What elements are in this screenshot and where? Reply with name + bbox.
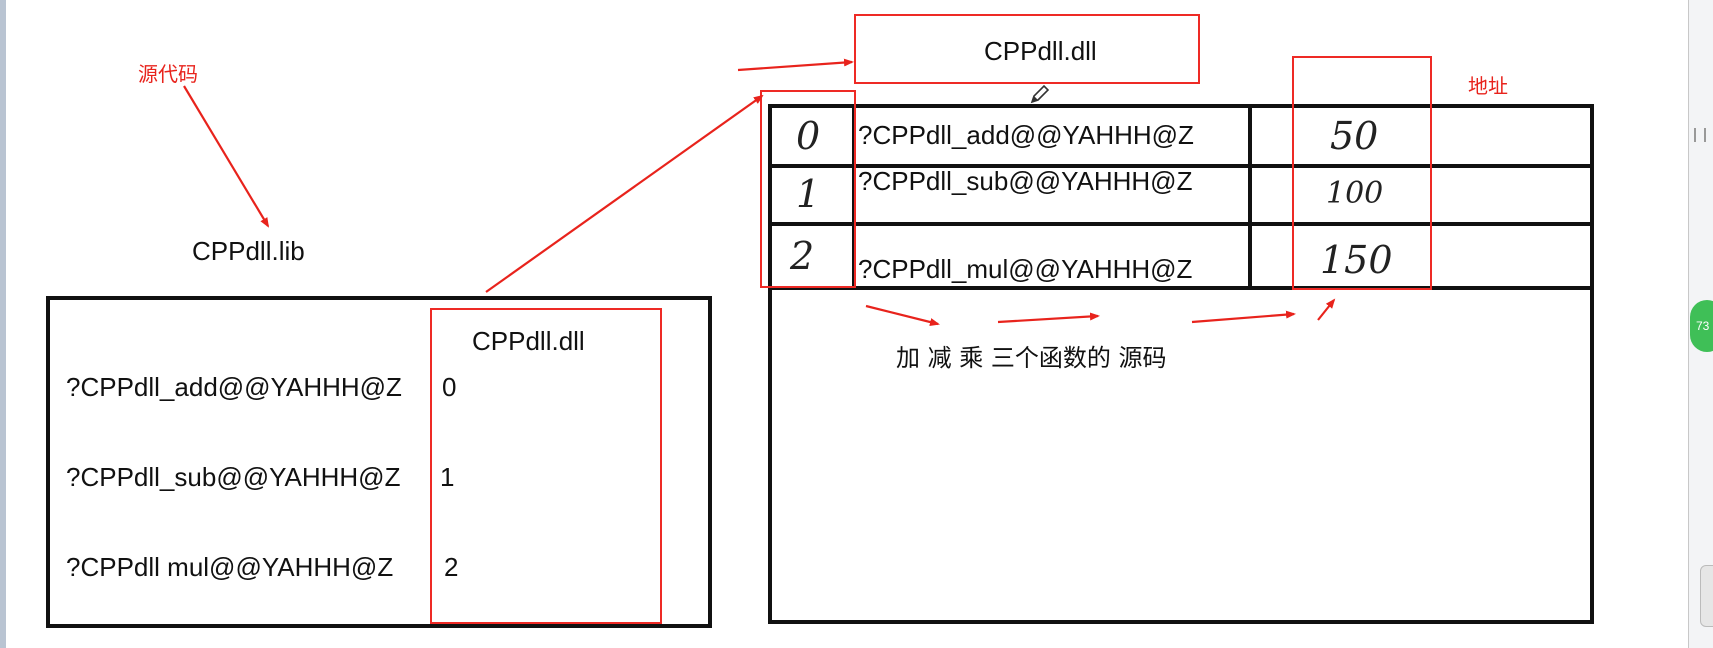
notification-badge[interactable]: 73: [1690, 300, 1713, 352]
pencil-cursor-icon: [1030, 84, 1050, 104]
lib-row-0-symbol: ?CPPdll_add@@YAHHH@Z: [66, 372, 402, 402]
dll-row-divider-2: [768, 222, 1594, 226]
dll-row-divider-1: [768, 164, 1594, 168]
functions-source-note: 加 减 乘 三个函数的 源码: [896, 344, 1167, 372]
dll-row-0-index: 0: [796, 114, 821, 158]
window-left-edge: [0, 0, 6, 648]
scrollbar-grip-icon[interactable]: [1694, 128, 1706, 142]
dll-row-2-symbol: ?CPPdll_mul@@YAHHH@Z: [858, 254, 1193, 284]
dll-row-2-address: 150: [1320, 238, 1393, 282]
dll-address-column-highlight: [1292, 56, 1432, 290]
dll-row-1-address: 100: [1326, 176, 1384, 211]
lib-table-box: [46, 296, 712, 628]
dll-title: CPPdll.dll: [984, 36, 1097, 66]
lib-row-1-index: 1: [440, 462, 455, 492]
lib-dll-column-header: CPPdll.dll: [472, 326, 585, 356]
dll-index-column-highlight: [760, 90, 856, 288]
dll-row-divider-3: [768, 286, 1594, 290]
arrow-source-to-lib: [183, 85, 270, 228]
lib-dll-column-highlight: [430, 308, 662, 624]
address-label: 地址: [1468, 74, 1508, 98]
dll-row-0-address: 50: [1330, 114, 1379, 158]
dll-row-1-index: 1: [796, 172, 821, 216]
dll-title-box: [854, 14, 1200, 84]
arrow-source-4: [1317, 298, 1336, 321]
source-code-label: 源代码: [138, 62, 198, 86]
dll-table-box: [768, 104, 1594, 624]
lib-title: CPPdll.lib: [192, 236, 305, 266]
lib-row-0-index: 0: [442, 372, 457, 402]
arrow-source-3: [1191, 310, 1296, 324]
dll-row-0-symbol: ?CPPdll_add@@YAHHH@Z: [858, 120, 1194, 150]
dll-row-2-index: 2: [790, 234, 815, 278]
arrow-source-1: [865, 304, 940, 326]
dll-col-divider-2: [1248, 104, 1252, 290]
arrow-to-dll-title: [737, 58, 854, 72]
arrow-source-2: [997, 312, 1100, 324]
dll-row-1-symbol: ?CPPdll_sub@@YAHHH@Z: [858, 166, 1193, 196]
lib-row-2-index: 2: [444, 552, 459, 582]
scroll-handle[interactable]: [1700, 565, 1713, 627]
arrow-lib-to-dll: [485, 94, 764, 293]
lib-row-2-symbol: ?CPPdll mul@@YAHHH@Z: [66, 552, 394, 582]
lib-row-1-symbol: ?CPPdll_sub@@YAHHH@Z: [66, 462, 401, 492]
